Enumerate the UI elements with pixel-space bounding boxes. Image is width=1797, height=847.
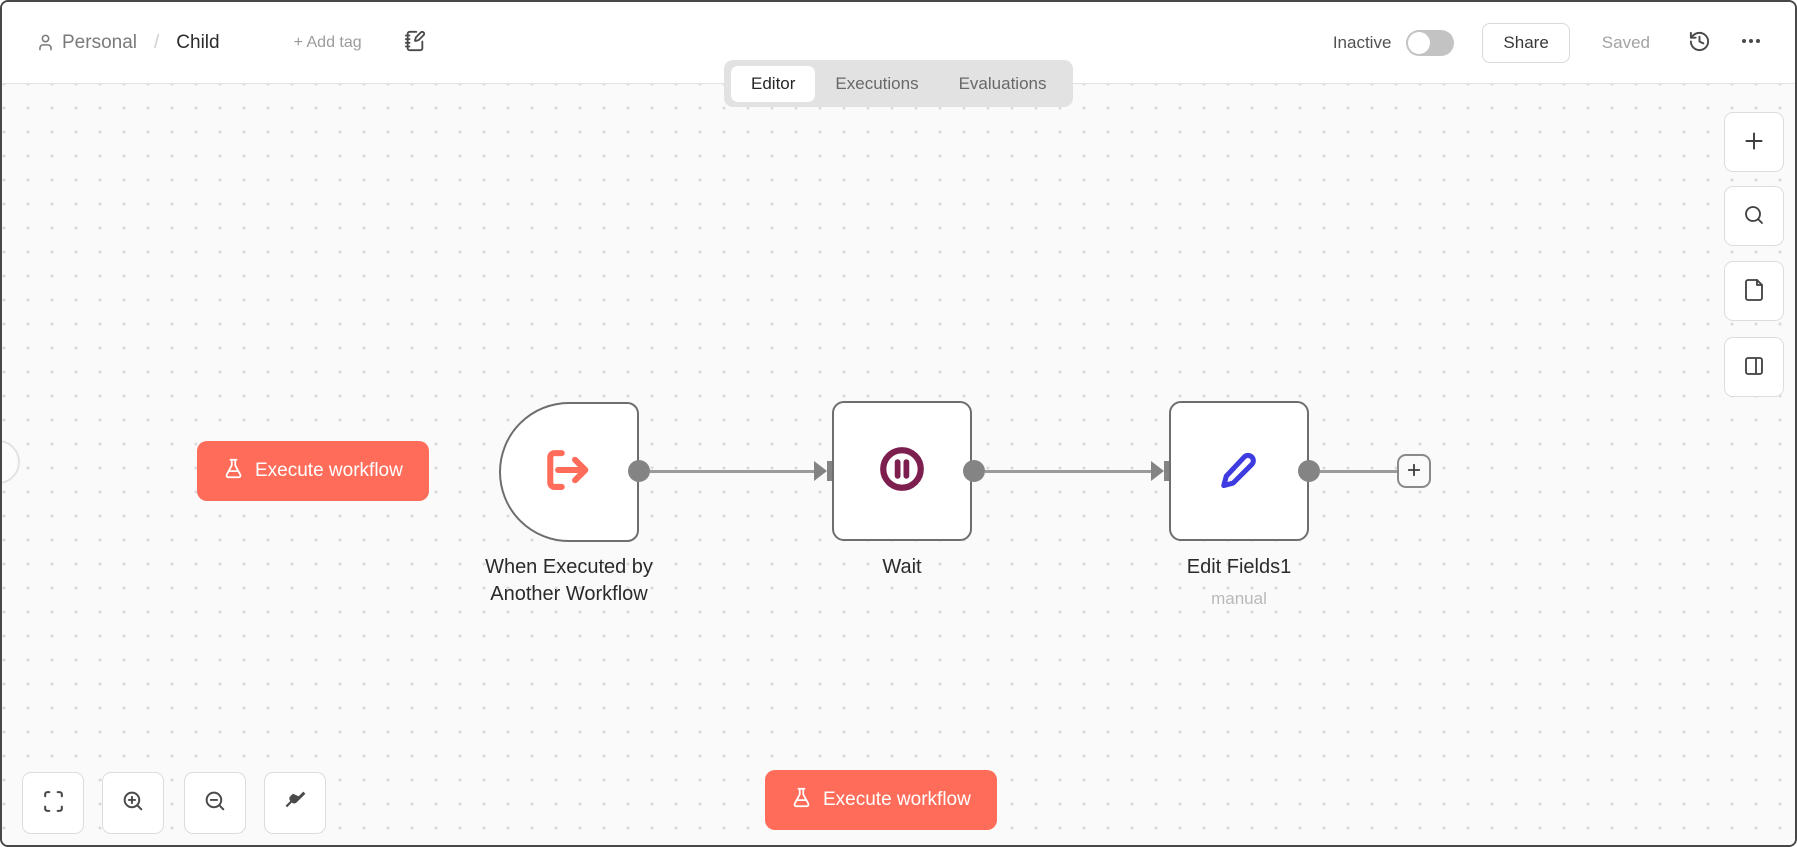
node-when-executed-by-another-workflow[interactable] <box>499 402 639 542</box>
share-button[interactable]: Share <box>1482 22 1570 63</box>
zoom-in-icon <box>121 789 146 817</box>
output-port-trigger[interactable] <box>628 460 650 482</box>
flask-icon <box>223 458 244 485</box>
input-port-wait[interactable] <box>827 461 836 481</box>
add-node-panel-button[interactable] <box>1724 112 1784 172</box>
add-node-icon <box>1741 128 1767 157</box>
history-button[interactable] <box>1688 30 1711 56</box>
flask-icon <box>791 787 812 814</box>
tab-executions[interactable]: Executions <box>815 66 938 102</box>
notebook-pen-icon <box>404 30 426 55</box>
toggle-panel-button[interactable] <box>1724 337 1784 397</box>
add-connected-node-button[interactable] <box>1397 454 1431 488</box>
toggle-knob <box>1408 31 1431 54</box>
user-icon <box>36 33 55 52</box>
output-port-wait[interactable] <box>963 460 985 482</box>
collapsed-panel-handle[interactable] <box>2 440 20 484</box>
node-subtitle: manual <box>1211 589 1267 608</box>
input-arrow-editfields <box>1151 461 1164 481</box>
input-port-editfields[interactable] <box>1164 461 1173 481</box>
execute-workflow-label: Execute workflow <box>823 789 971 810</box>
tidy-up-button[interactable] <box>264 772 326 834</box>
active-toggle[interactable] <box>1406 29 1455 56</box>
plus-icon <box>1405 461 1423 482</box>
node-name: Edit Fields1 <box>1186 556 1292 578</box>
execute-workflow-button-bottom[interactable]: Execute workflow <box>765 770 997 830</box>
add-tag-button[interactable]: + Add tag <box>293 33 362 51</box>
more-options-button[interactable] <box>1739 29 1763 56</box>
view-tabs: Editor Executions Evaluations <box>724 60 1074 107</box>
tidy-up-icon <box>283 789 308 817</box>
node-label-edit-fields1[interactable]: Edit Fields1 manual <box>1159 554 1319 612</box>
search-icon <box>1742 203 1766 230</box>
execute-workflow-label: Execute workflow <box>255 460 403 481</box>
saved-status: Saved <box>1601 32 1650 52</box>
pen-icon <box>1210 440 1268 503</box>
workflow-exit-arrow-icon <box>540 441 598 504</box>
zoom-out-button[interactable] <box>184 772 246 834</box>
connection-wait-editfields[interactable] <box>985 470 1153 473</box>
panel-right-icon <box>1742 354 1766 381</box>
zoom-in-button[interactable] <box>102 772 164 834</box>
breadcrumb-project[interactable]: Personal <box>62 31 137 53</box>
workflow-canvas[interactable]: Execute workflow When Executed by Anothe… <box>2 84 1795 845</box>
connection-editfields-add <box>1320 470 1398 473</box>
note-edit-button[interactable] <box>404 30 426 55</box>
file-icon <box>1742 278 1766 305</box>
sticky-note-button[interactable] <box>1724 261 1784 321</box>
input-arrow-wait <box>814 461 827 481</box>
execute-workflow-button[interactable]: Execute workflow <box>197 441 429 501</box>
workflow-title[interactable]: Child <box>176 31 220 53</box>
fit-view-button[interactable] <box>22 772 84 834</box>
connection-trigger-wait[interactable] <box>650 470 816 473</box>
workflow-status-label: Inactive <box>1332 32 1392 52</box>
breadcrumb: Personal / Child + Add tag <box>36 30 426 55</box>
zoom-out-icon <box>203 789 228 817</box>
pause-circle-icon <box>872 439 932 504</box>
node-label-wait[interactable]: Wait <box>882 556 922 578</box>
node-wait[interactable] <box>832 401 972 541</box>
search-button[interactable] <box>1724 186 1784 246</box>
node-edit-fields1[interactable] <box>1169 401 1309 541</box>
ellipsis-icon <box>1739 29 1763 56</box>
tab-evaluations[interactable]: Evaluations <box>939 66 1067 102</box>
fit-view-icon <box>41 789 66 817</box>
output-port-editfields[interactable] <box>1298 460 1320 482</box>
header-actions: Inactive Share Saved <box>1332 22 1763 63</box>
history-icon <box>1688 30 1711 56</box>
tab-editor[interactable]: Editor <box>731 65 816 102</box>
breadcrumb-separator: / <box>154 31 160 53</box>
node-label-trigger[interactable]: When Executed by Another Workflow <box>485 556 653 605</box>
